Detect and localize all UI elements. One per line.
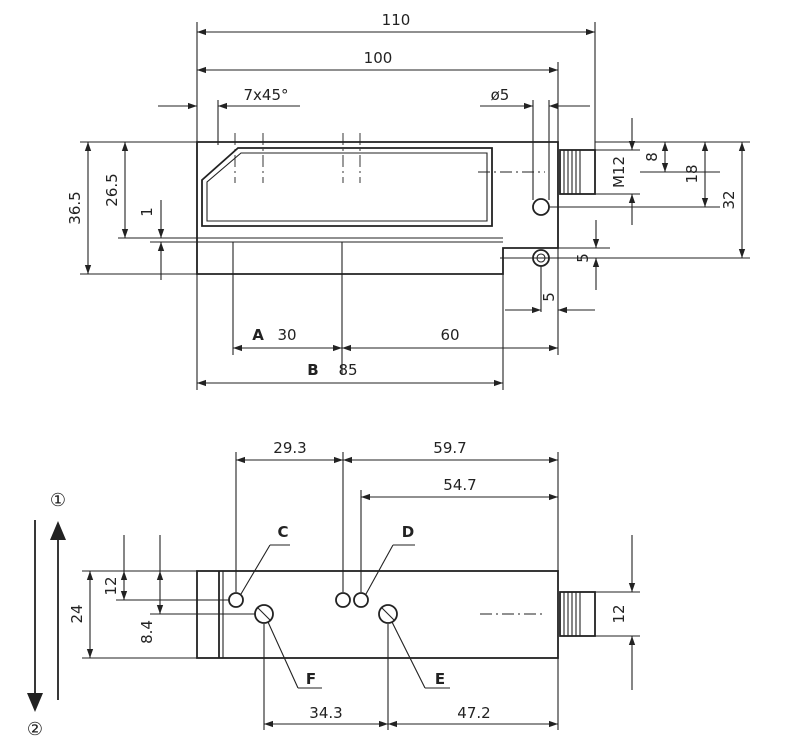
side-connector [559,591,596,637]
sensor-window-inner [206,152,488,222]
hole-d-left [335,592,351,608]
label-e: E [435,670,445,688]
dim-5b-text: 5 [540,292,558,302]
dim-29-3-text: 29.3 [273,439,306,457]
top-body-outline [196,141,559,275]
direction-label-2: ② [27,719,43,740]
label-f: F [306,670,316,688]
sensor-window [201,147,493,227]
hole-d-right [353,592,369,608]
leader-e [391,621,426,689]
leader-c [240,544,271,595]
dim-30-text: 30 [277,326,296,344]
dim-12-left-text: 12 [102,576,120,595]
label-c: C [277,523,288,541]
hole-c [228,592,244,608]
dim-34-3-text: 34.3 [309,704,342,722]
top-view: 110 100 7x45° ø5 A 30 60 B 85 36.5 26.5 … [66,11,750,390]
label-a: A [252,326,264,344]
dim-24-text: 24 [68,604,86,623]
dim-8-text: 8 [643,152,661,162]
m12-connector [559,149,596,195]
dim-5a-text: 5 [574,253,592,263]
direction-arrow-up-head [50,521,66,540]
dim-47-2-text: 47.2 [457,704,490,722]
direction-arrow-down-head [27,693,43,712]
dim-1-text: 1 [138,207,156,217]
dim-60-text: 60 [440,326,459,344]
mount-hole-upper [532,198,550,216]
leader-f [267,621,299,689]
side-view: 29.3 59.7 54.7 34.3 47.2 24 12 8.4 12 C … [27,439,640,740]
dim-32-text: 32 [720,190,738,209]
dim-26-5-text: 26.5 [103,173,121,206]
dim-85-text: 85 [338,361,357,379]
hole-e-slot [380,606,396,622]
dim-59-7-text: 59.7 [433,439,466,457]
dim-chamfer-text: 7x45° [243,86,288,104]
dim-36-5-text: 36.5 [66,191,84,224]
dim-8-4-text: 8.4 [138,620,156,644]
dim-54-7-text: 54.7 [443,476,476,494]
dim-110-text: 110 [382,11,411,29]
label-b: B [307,361,318,379]
leader-d [365,544,394,595]
hole-f-slot [256,606,272,622]
hole-e [378,604,398,624]
dim-12-right-text: 12 [610,604,628,623]
dim-100-text: 100 [364,49,393,67]
direction-label-1: ① [50,490,66,511]
dim-m12-text: M12 [610,156,628,188]
dim-hole-text: ø5 [491,86,510,104]
label-d: D [402,523,414,541]
dim-18-text: 18 [683,164,701,183]
